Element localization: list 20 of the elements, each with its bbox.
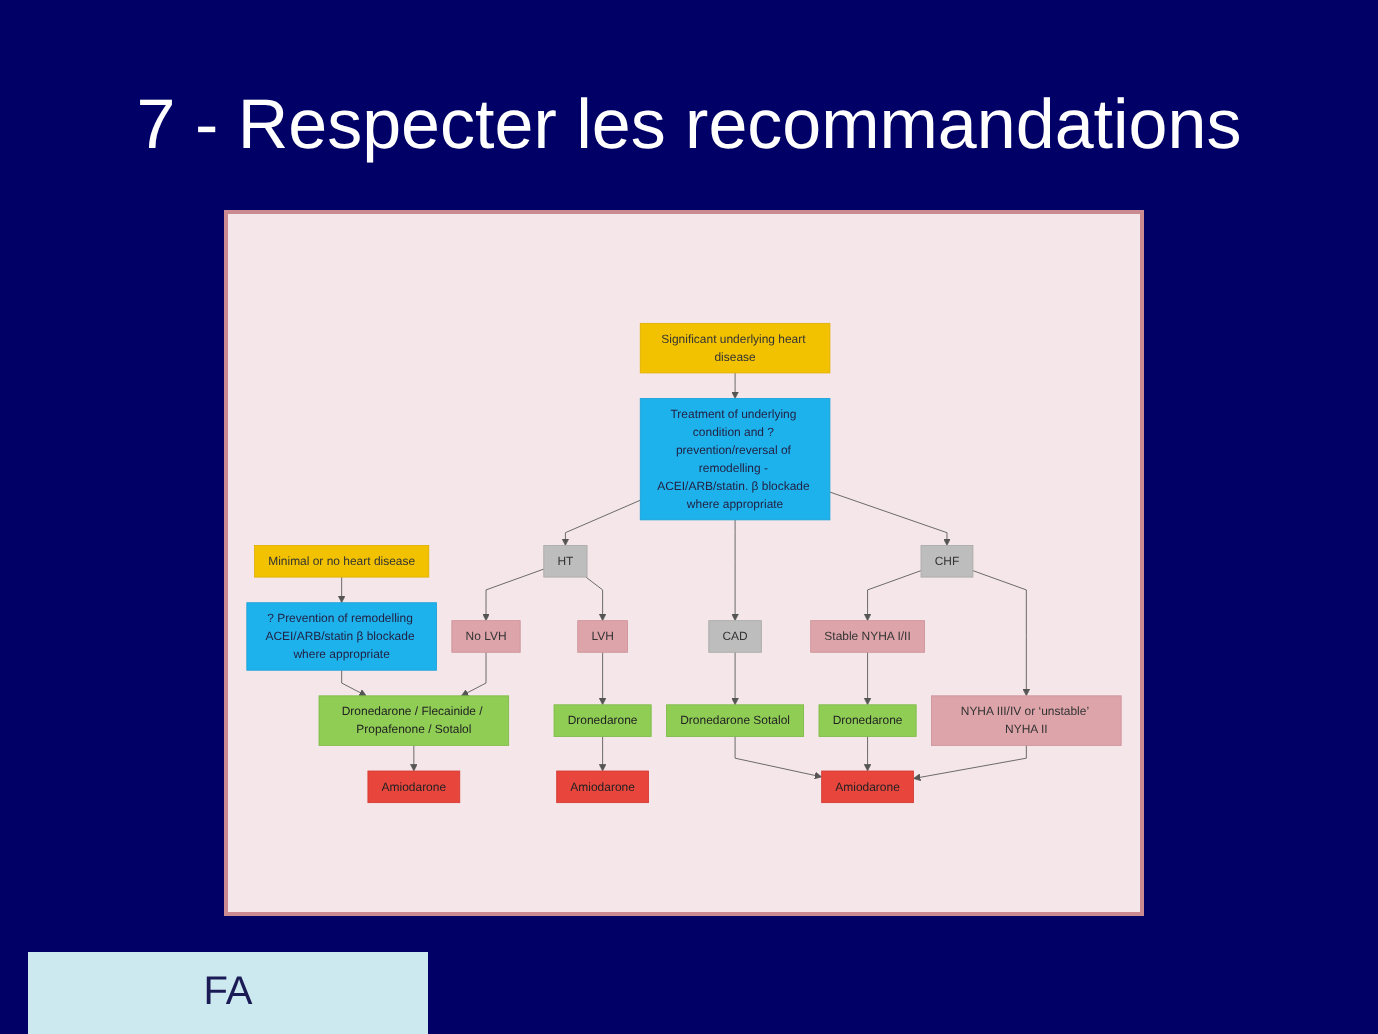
node-box <box>553 704 652 737</box>
node-box <box>920 545 974 578</box>
node-box <box>556 770 649 804</box>
node-box <box>451 620 521 653</box>
node-box <box>708 620 762 653</box>
node-box <box>821 770 914 804</box>
node-box <box>931 695 1122 746</box>
node-box <box>810 620 925 653</box>
node-box <box>318 695 510 746</box>
node-box <box>818 704 917 737</box>
node-box <box>246 602 437 671</box>
node-box <box>543 545 588 578</box>
node-box <box>639 398 831 521</box>
node-box <box>666 704 805 737</box>
slide-title: 7 - Respecter les recommandations <box>134 84 1244 168</box>
node-box <box>367 770 461 804</box>
topic-tag: FA <box>28 952 428 1034</box>
node-box <box>577 620 628 653</box>
node-box <box>254 545 430 578</box>
node-box <box>639 322 831 374</box>
